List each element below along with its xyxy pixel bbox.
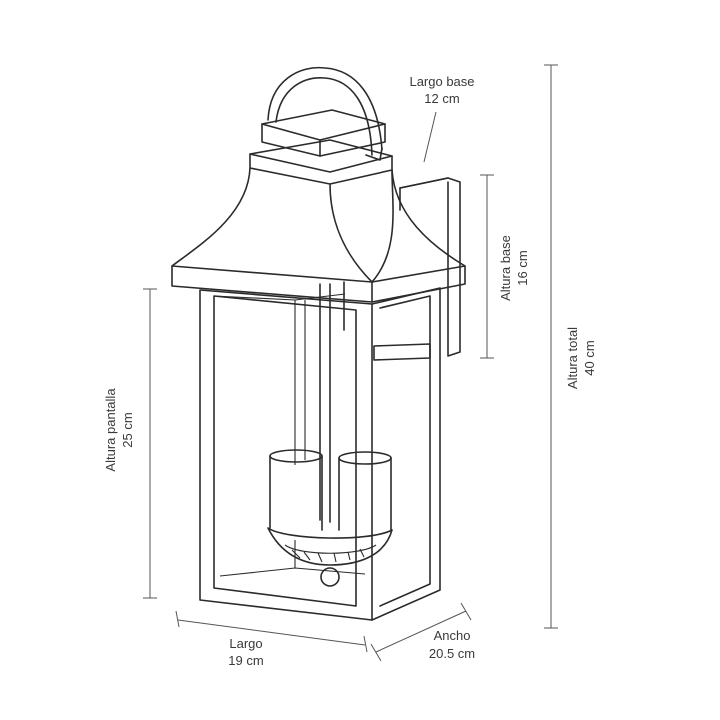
lantern-hook-end	[365, 147, 383, 161]
label-largo-base: Largo base	[409, 74, 474, 89]
label-altura-pantalla: Altura pantalla	[103, 388, 118, 472]
value-altura-total: 40 cm	[582, 340, 597, 375]
lantern-top-cap	[261, 109, 386, 141]
lantern-hook	[267, 66, 383, 151]
value-largo: 19 cm	[228, 653, 263, 668]
dimension-ancho	[370, 602, 472, 662]
value-altura-base: 16 cm	[515, 250, 530, 285]
bracket-arm	[373, 343, 431, 361]
lantern-frame-side	[371, 287, 441, 621]
label-altura-total: Altura total	[565, 327, 580, 389]
dimension-altura-total	[544, 64, 558, 629]
label-ancho: Ancho	[434, 628, 471, 643]
value-ancho: 20.5 cm	[429, 646, 475, 661]
lantern-roof	[171, 167, 394, 283]
candle-bowl	[267, 527, 393, 566]
lantern-hook-inner	[275, 77, 373, 156]
lantern-frame-front	[199, 289, 373, 621]
label-largo: Largo	[229, 636, 262, 651]
wall-lantern-drawing	[171, 66, 466, 621]
value-largo-base: 12 cm	[424, 91, 459, 106]
label-altura-base: Altura base	[498, 235, 513, 301]
dimension-altura-base	[480, 174, 494, 359]
bowl-finial	[320, 567, 340, 587]
dimension-largo-base-leader	[423, 111, 437, 163]
dimension-largo	[175, 610, 368, 653]
candle-sleeve-left	[269, 449, 323, 531]
candle-sleeve-right	[338, 451, 392, 531]
value-altura-pantalla: 25 cm	[120, 412, 135, 447]
dimension-altura-pantalla	[143, 288, 157, 599]
